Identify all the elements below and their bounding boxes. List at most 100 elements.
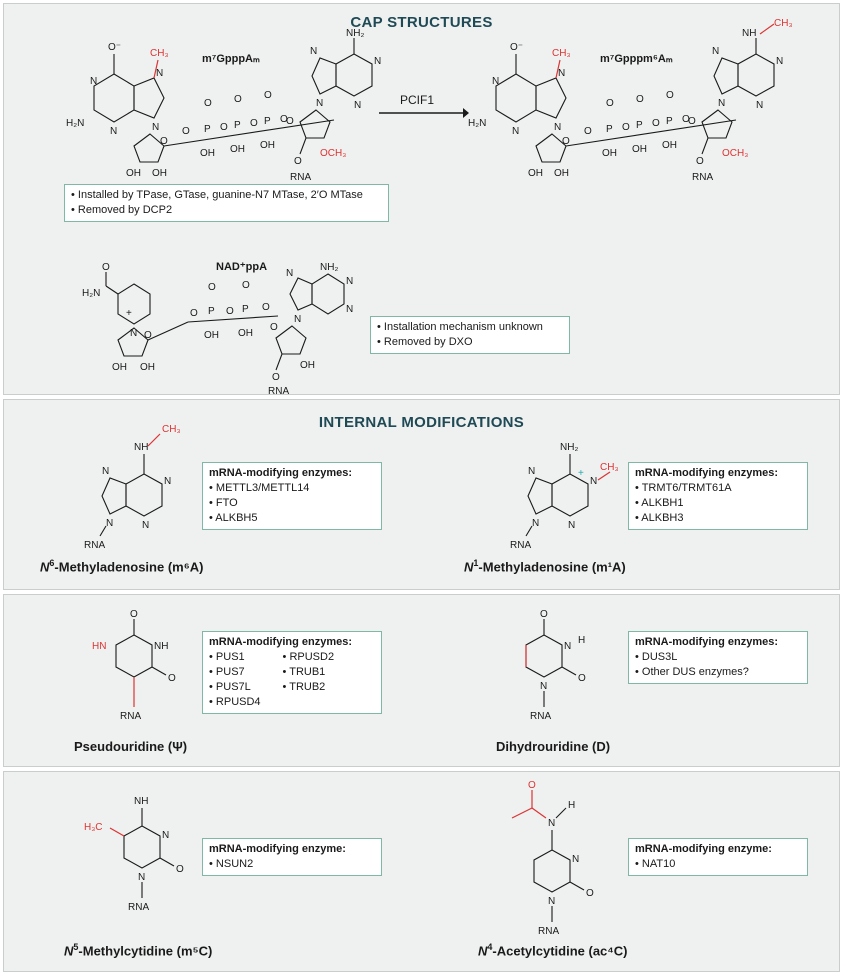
pcif1-label: PCIF1 [400,93,435,107]
atom-label: N [156,68,163,79]
ac4c-enzyme-box: mRNA-modifying enzyme: • NAT10 [628,838,808,876]
atom-label: H₂N [468,118,486,129]
atom-label: O [688,116,696,127]
atom-label: N [286,268,293,279]
atom-label: O [696,156,704,167]
m7gpppm6am-structure: O⁻ H₂N N N N N CH₃ O OH OH O P O OH O P … [468,18,793,183]
box-heading: mRNA-modifying enzymes: [635,467,779,479]
atom-label: + [126,308,132,319]
atom-label: O [652,118,660,129]
m1a-name: N1-Methyladenosine (m¹A) [464,558,626,574]
name-sup: 6 [49,558,55,568]
m7gpppam-label: m⁷GpppAₘ [202,53,260,65]
atom-label: NH₂ [560,442,578,453]
atom-label: OH [152,168,167,179]
atom-label: N [142,520,149,531]
atom-label: OH [602,148,617,159]
box-line: • TRUB1 [282,666,326,678]
cap-structures-title: CAP STRUCTURES [350,14,493,31]
atom-label: O [176,864,184,875]
name-rest: -Methyladenosine (m⁶A) [54,559,204,575]
box-line: • TRUB2 [282,681,326,693]
atom-label: O [220,122,228,133]
box-col-1: • PUS1 • PUS7 • PUS7L • RPUSD4 [209,650,261,710]
m6a-structure: NH CH₃ N N N N RNA [84,424,181,551]
atom-label: O [286,116,294,127]
atom-label: N [558,68,565,79]
box-heading: mRNA-modifying enzyme: [635,843,772,855]
cap-enzyme-box: • Installed by TPase, GTase, guanine-N7 … [64,184,389,222]
name-italic: N [40,559,50,575]
atom-label: RNA [692,172,713,183]
atom-label: N [310,46,317,57]
atom-label: N [568,520,575,531]
atom-label: OH [528,168,543,179]
atom-label: N [374,56,381,67]
atom-label: N [294,314,301,325]
atom-label: O [562,136,570,147]
box-line: • PUS7L [209,681,251,693]
ac4c-structure: N H O N O N RNA [511,780,594,937]
atom-label: N [532,518,539,529]
box-heading: mRNA-modifying enzymes: [209,636,353,648]
atom-label: P [204,124,211,135]
atom-label: N [162,830,169,841]
box-line: • TRMT6/TRMT61A [635,482,732,494]
atom-label: N [346,304,353,315]
box-line: • Installed by TPase, GTase, guanine-N7 … [71,189,363,201]
atom-label: O [226,306,234,317]
atom-label: O [578,673,586,684]
atom-label: O [270,322,278,333]
d-enzyme-box: mRNA-modifying enzymes: • DUS3L • Other … [628,631,808,684]
box-heading: mRNA-modifying enzymes: [635,636,779,648]
atom-label: N [138,872,145,883]
atom-label: N [354,100,361,111]
atom-label: O [586,888,594,899]
box-line: • DUS3L [635,651,678,663]
internal-modifications-panel: INTERNAL MODIFICATIONS NH CH₃ N N N N RN… [3,399,840,590]
atom-label: N [590,476,597,487]
atom-label: N [106,518,113,529]
box-columns: • PUS1 • PUS7 • PUS7L • RPUSD4 • RPUSD2 … [209,650,375,710]
ac4c-name: N4-Acetylcytidine (ac⁴C) [478,942,627,958]
nadppa-structure: O H₂N N + O OH OH O P O OH O P O OH O NH… [82,262,353,397]
atom-label: N [346,276,353,287]
box-line: • FTO [209,497,238,509]
atom-label: P [208,306,215,317]
name-rest: -Acetylcytidine (ac⁴C) [492,943,628,959]
name-sup: 5 [73,942,79,952]
atom-label: N [316,98,323,109]
box-line: • Other DUS enzymes? [635,666,749,678]
m6a-name: N6-Methyladenosine (m⁶A) [40,558,203,574]
atom-label: P [636,120,643,131]
atom-label: O [606,98,614,109]
atom-label: O [168,673,176,684]
atom-label: O [250,118,258,129]
m5c-name: N5-Methylcytidine (m⁵C) [64,942,212,958]
atom-label: N [564,641,571,652]
atom-label: N [152,122,159,133]
atom-label: H [568,800,575,811]
atom-label: + [578,468,584,479]
box-line: • ALKBH5 [209,512,258,524]
atom-label: N [492,76,499,87]
atom-label: N [712,46,719,57]
atom-label: N [776,56,783,67]
m7gpppam-structure: O⁻ H₂N N N N N CH₃ O OH OH O P O OH O P … [66,28,381,183]
atom-label: O [182,126,190,137]
atom-label: P [242,304,249,315]
atom-label: H₂N [82,288,100,299]
atom-label: O [144,330,152,341]
atom-label: O⁻ [108,42,121,53]
box-line: • Removed by DCP2 [71,204,173,216]
atom-label: OH [140,362,155,373]
atom-label: O [190,308,198,319]
atom-label: O⁻ [510,42,523,53]
atom-label: OH [126,168,141,179]
box-line: • Removed by DXO [377,336,473,348]
m7gpppm6am-label: m⁷Gpppm⁶Aₘ [600,53,673,65]
m5c-ac4c-panel: NH H₃C N O N RNA mRNA-modifying enzyme: … [3,771,840,972]
name-sup: 4 [487,942,493,952]
d-structure: O N H O N RNA [525,609,586,722]
atom-label: O [272,372,280,383]
